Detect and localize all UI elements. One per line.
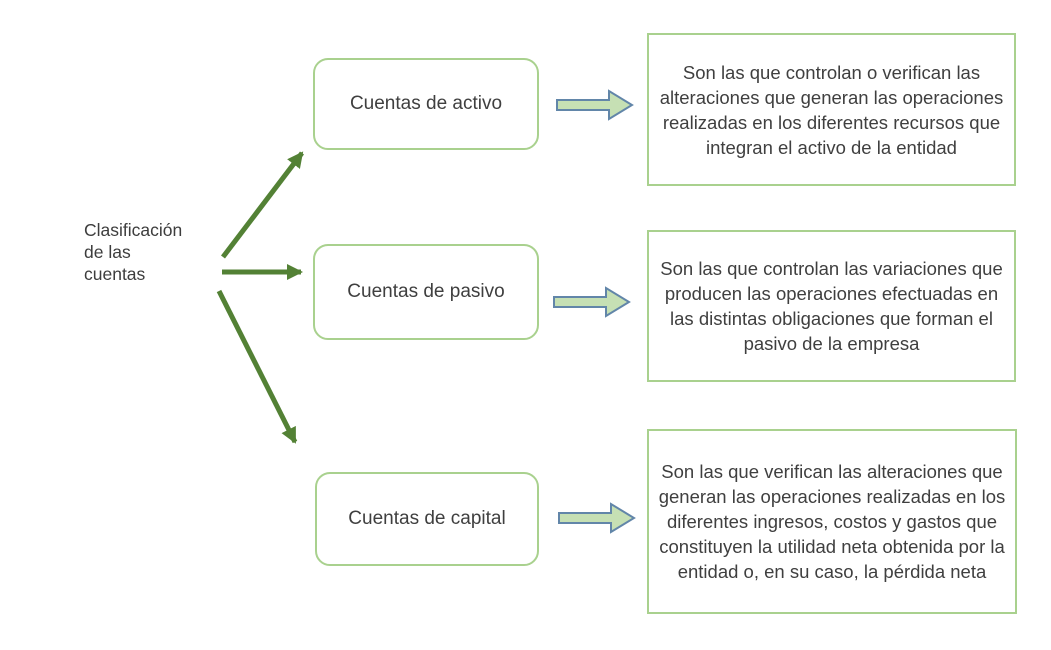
block-right-arrow-icon <box>553 286 631 318</box>
description-text: Son las que verifican las alteraciones q… <box>658 461 1006 582</box>
node-cuentas-de-capital: Cuentas de capital <box>315 472 539 566</box>
node-cuentas-de-activo: Cuentas de activo <box>313 58 539 150</box>
description-box-pasivo: Son las que controlan las variaciones qu… <box>647 230 1016 382</box>
connector-down-arrow-icon <box>216 289 298 444</box>
description-text: Son las que controlan las variaciones qu… <box>660 258 1003 354</box>
block-right-arrow-icon <box>556 89 634 121</box>
connector-up-arrow-icon <box>221 151 304 259</box>
node-label: Cuentas de pasivo <box>347 281 505 302</box>
node-label: Cuentas de activo <box>349 93 503 114</box>
block-right-arrow-icon <box>558 502 636 534</box>
node-label: Cuentas de capital <box>348 508 506 529</box>
description-box-capital: Son las que verifican las alteraciones q… <box>647 429 1017 614</box>
root-label: Clasificación de las cuentas <box>84 220 183 284</box>
description-box-activo: Son las que controlan o verifican las al… <box>647 33 1016 186</box>
description-text: Son las que controlan o verifican las al… <box>659 61 1004 158</box>
node-cuentas-de-pasivo: Cuentas de pasivo <box>313 244 539 340</box>
